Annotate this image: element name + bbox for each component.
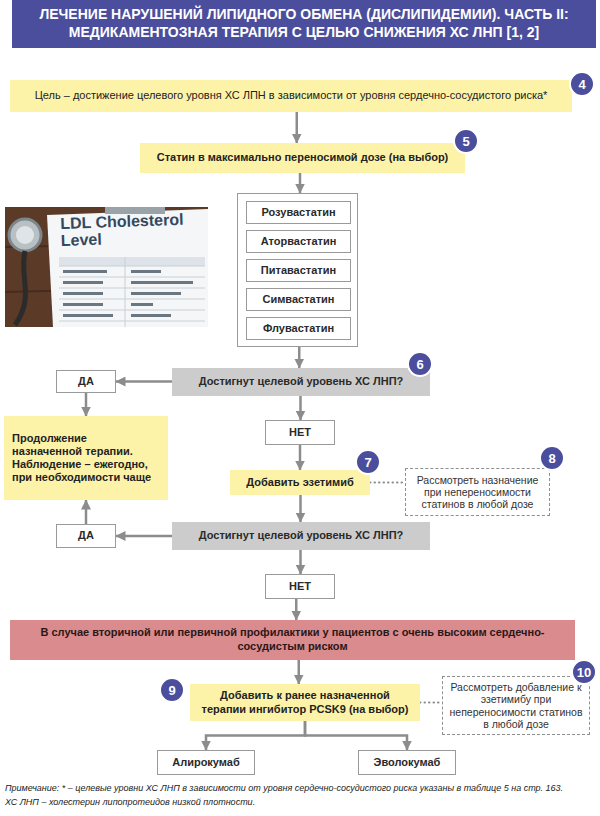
node-text: Симвастатин xyxy=(263,293,335,306)
node-text: Достигнут целевой уровень ХС ЛНП? xyxy=(199,529,404,542)
drug-box: Симвастатин xyxy=(246,288,351,311)
flow-arrow xyxy=(299,173,302,193)
drug-box: Флувастатин xyxy=(246,317,351,340)
condition-band: В случае вторичной или первичной профила… xyxy=(10,620,575,660)
process-box: Добавить к ранее назначенной терапии инг… xyxy=(190,684,420,721)
flow-arrow xyxy=(305,721,407,750)
answer-box: ДА xyxy=(56,524,116,548)
node-text: НЕТ xyxy=(289,426,311,439)
node-text: Цель – достижение целевого уровня ХС ЛПН… xyxy=(35,89,548,102)
flow-arrow xyxy=(206,721,305,750)
statin-group-box: РозувастатинАторвастатинПитавастатинСимв… xyxy=(237,193,358,347)
paper-sheet xyxy=(47,209,208,327)
answer-box: ДА xyxy=(56,370,116,393)
option-box: Рассмотреть назначение при непереносимос… xyxy=(405,468,550,516)
wood-table xyxy=(5,207,208,327)
stethoscope-head xyxy=(9,219,41,251)
decision-band: Достигнут целевой уровень ХС ЛНП? xyxy=(172,522,430,550)
node-text: В случае вторичной или первичной профила… xyxy=(30,626,555,654)
flow-arrow xyxy=(116,380,172,383)
node-text: Розувастатин xyxy=(261,206,335,219)
node-text: Эволокумаб xyxy=(374,756,441,769)
callout-number: 5 xyxy=(453,128,479,154)
node-text: Флувастатин xyxy=(263,322,334,335)
stethoscope-membrane xyxy=(16,226,34,244)
callout-number: 10 xyxy=(571,659,597,685)
node-text: Добавить эзетимиб xyxy=(246,476,353,489)
callout-number: 9 xyxy=(159,677,185,703)
flow-arrow xyxy=(299,396,302,420)
title-band: ЛЕЧЕНИЕ НАРУШЕНИЙ ЛИПИДНОГО ОБМЕНА (ДИСЛ… xyxy=(12,0,596,48)
drug-box: Аторвастатин xyxy=(246,230,351,253)
answer-box: НЕТ xyxy=(265,574,335,599)
node-text: Рассмотреть назначение при непереносимос… xyxy=(412,474,543,510)
goal-band: Цель – достижение целевого уровня ХС ЛПН… xyxy=(10,80,572,112)
node-text: Достигнут целевой уровень ХС ЛНП? xyxy=(199,375,404,388)
node-text: ДА xyxy=(78,529,94,542)
process-box: Продолжение назначенной терапии. Наблюде… xyxy=(4,416,168,500)
node-text: Питавастатин xyxy=(261,264,336,277)
footnote: ХС ЛНП – холестерин липопротеидов низкой… xyxy=(5,797,595,808)
answer-box: НЕТ xyxy=(265,420,335,445)
flow-arrow xyxy=(85,393,88,416)
drug-box: Эволокумаб xyxy=(358,750,456,775)
flow-arrow xyxy=(299,495,302,522)
title-text: ЛЕЧЕНИЕ НАРУШЕНИЙ ЛИПИДНОГО ОБМЕНА (ДИСЛ… xyxy=(28,6,580,41)
flow-arrow xyxy=(299,550,302,574)
drug-box: Питавастатин xyxy=(246,259,351,282)
decision-band: Достигнут целевой уровень ХС ЛНП? xyxy=(172,368,430,396)
callout-number: 7 xyxy=(355,449,381,475)
flow-arrow xyxy=(298,660,301,684)
stethoscope-tube xyxy=(15,251,25,325)
node-text: Аторвастатин xyxy=(261,235,337,248)
flow-arrow xyxy=(298,347,301,368)
node-text: ДА xyxy=(78,375,94,388)
node-text: Статин в максимально переносимой дозе (н… xyxy=(157,151,449,164)
node-text: Продолжение назначенной терапии. Наблюде… xyxy=(12,432,160,485)
dotted-link xyxy=(370,482,405,484)
process-box: Статин в максимально переносимой дозе (н… xyxy=(140,143,465,173)
callout-number: 4 xyxy=(569,71,595,97)
dotted-link xyxy=(420,702,442,704)
footnote: Примечание: * – целевые уровни ХС ЛНП в … xyxy=(5,783,595,794)
flow-arrow xyxy=(295,599,298,620)
drug-box: Алирокумаб xyxy=(157,750,255,775)
table-rows xyxy=(59,257,205,327)
node-text: Добавить к ранее назначенной терапии инг… xyxy=(198,689,412,715)
flow-arrow xyxy=(85,500,88,524)
callout-number: 8 xyxy=(539,445,565,471)
process-box: Добавить эзетимиб xyxy=(230,470,370,495)
flow-arrow xyxy=(296,112,299,143)
option-box: Рассмотреть добавление к эзетимибу при н… xyxy=(442,676,590,735)
node-text: Рассмотреть добавление к эзетимибу при н… xyxy=(449,681,583,729)
table-header xyxy=(59,257,205,266)
flow-arrow xyxy=(299,445,302,470)
drug-box: Розувастатин xyxy=(246,201,351,224)
photo-heading: LDL Cholesterol Level xyxy=(60,211,201,249)
node-text: НЕТ xyxy=(289,580,311,593)
callout-number: 6 xyxy=(407,351,433,377)
node-text: Алирокумаб xyxy=(172,756,240,769)
flow-arrow xyxy=(116,535,172,538)
